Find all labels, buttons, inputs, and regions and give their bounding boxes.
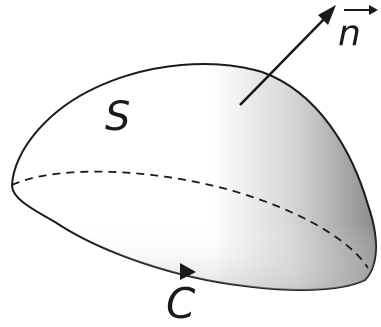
boundary-direction-arrow (180, 263, 196, 280)
normal-vector-shaft (239, 14, 329, 106)
normal-label-vector-arrowhead (369, 5, 378, 15)
normal-vector-arrowhead (318, 5, 336, 25)
surface-s-shading (12, 64, 376, 290)
boundary-curve-hidden (11, 170, 369, 269)
surface-label: S (105, 94, 130, 140)
boundary-label: C (166, 279, 196, 327)
normal-label: n (338, 13, 361, 54)
